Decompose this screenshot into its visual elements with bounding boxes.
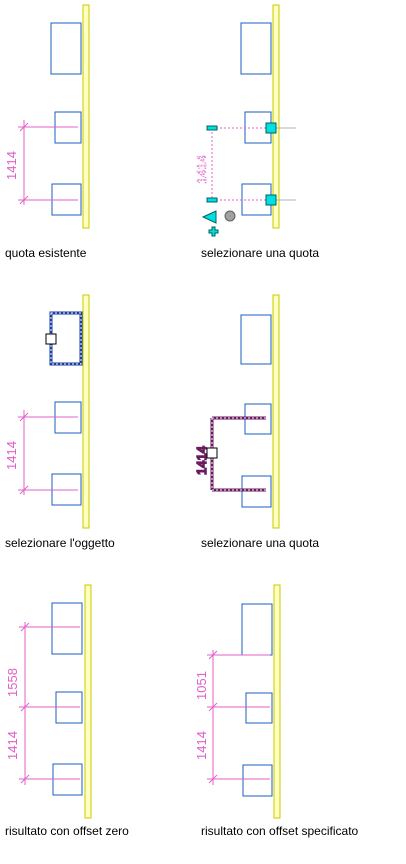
grip-minus-bottom[interactable]: [206, 197, 218, 203]
caption-selezionare-oggetto: selezionare l'oggetto: [5, 536, 115, 550]
panel-selezionare-una-quota-1: 1414 selezionare una quota: [194, 4, 319, 260]
dimension-label: 1414: [4, 441, 19, 470]
object-box-top: [240, 314, 272, 365]
grip-plus[interactable]: [208, 226, 219, 237]
dimension-chain: [19, 622, 80, 785]
grip-square-bottom[interactable]: [265, 194, 277, 206]
dimension-label-lower: 1414: [5, 731, 20, 760]
dimension-chain: [207, 650, 270, 785]
dimension-label: 1414: [4, 151, 19, 180]
grip-minus-top[interactable]: [206, 125, 218, 131]
object-box-top: [241, 603, 273, 656]
wall: [84, 584, 92, 819]
pick-cursor: [45, 333, 57, 345]
wall: [82, 4, 90, 229]
dimension-1414: [18, 120, 78, 205]
panel-risultato-offset-zero: 1558 1414 risultato con offset zero: [5, 584, 129, 838]
object-box-top: [51, 602, 83, 655]
dimension-label-upper: 1558: [5, 668, 20, 697]
pick-cursor: [206, 447, 218, 459]
dimension-label: 1414: [194, 446, 209, 475]
dimension-label: 1414: [194, 155, 209, 184]
wall: [272, 294, 280, 529]
dimension-label-upper: 1051: [194, 671, 209, 700]
panel-selezionare-oggetto: 1414 selezionare l'oggetto: [4, 294, 115, 550]
panel-risultato-offset-specificato: 1051 1414 risultato con offset specifica…: [194, 584, 359, 838]
grip-square-top[interactable]: [265, 122, 277, 134]
dimension-selected: [210, 416, 266, 492]
dimension-selected: [211, 127, 270, 201]
object-box-bottom: [242, 764, 273, 797]
caption-selezionare-una-quota: selezionare una quota: [201, 536, 319, 550]
object-box-middle: [245, 692, 273, 724]
panel-quota-esistente: 1414 quota esistente: [4, 4, 90, 260]
object-box-top: [240, 22, 272, 75]
wall: [82, 294, 90, 529]
dimension-label-lower: 1414: [194, 731, 209, 760]
panel-selezionare-una-quota-2: 1414 selezionare una quota: [193, 294, 319, 550]
dimension-1414: [18, 410, 78, 495]
wall: [273, 584, 281, 819]
caption-quota-esistente: quota esistente: [5, 246, 87, 260]
grip-circle[interactable]: [224, 210, 236, 222]
grip-triangle[interactable]: [201, 210, 217, 224]
object-box-top: [50, 22, 82, 75]
wall: [272, 4, 280, 229]
caption-selezionare-una-quota: selezionare una quota: [201, 246, 319, 260]
caption-risultato-offset-specificato: risultato con offset specificato: [201, 824, 359, 838]
caption-risultato-offset-zero: risultato con offset zero: [5, 824, 129, 838]
